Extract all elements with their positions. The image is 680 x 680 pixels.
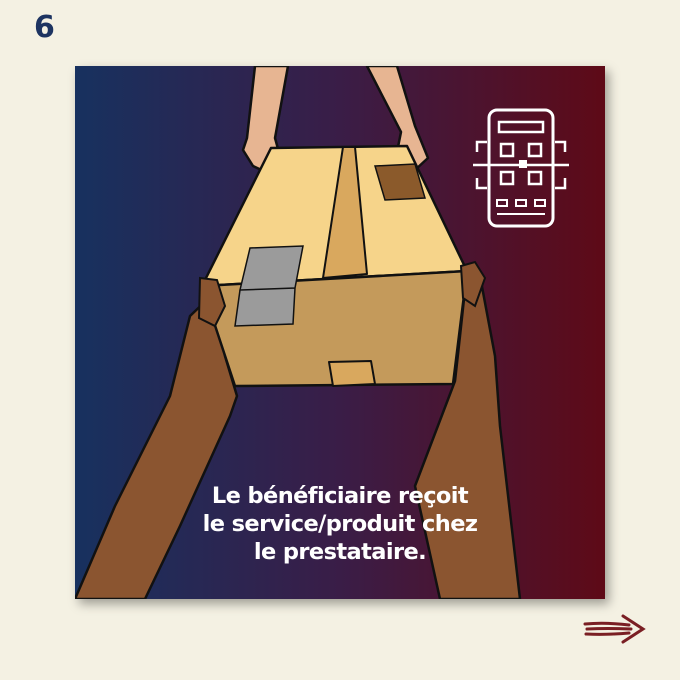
arrow-right-icon[interactable]: [583, 612, 647, 646]
box-label-brown: [374, 163, 426, 201]
box-tape-front: [328, 360, 376, 387]
caption-line-2: le service/produit chez: [202, 511, 478, 537]
caption-line-3: le prestataire.: [253, 539, 427, 565]
receiver-right-hand: [459, 260, 487, 308]
caption-line-1: Le bénéficiaire reçoit: [211, 483, 469, 509]
qr-phone-scan-icon: [473, 108, 569, 228]
caption-text: Le bénéficiaire reçoit le service/produi…: [75, 482, 605, 566]
cardboard-box: [200, 144, 469, 388]
illustration-card: Le bénéficiaire reçoit le service/produi…: [75, 66, 605, 599]
step-number: 6: [34, 10, 55, 45]
package-handover-illustration: [75, 66, 522, 599]
box-label-grey: [234, 245, 304, 327]
box-tape-top: [322, 146, 368, 279]
giver-right-arm: [365, 66, 430, 172]
receiver-left-hand: [197, 276, 227, 328]
